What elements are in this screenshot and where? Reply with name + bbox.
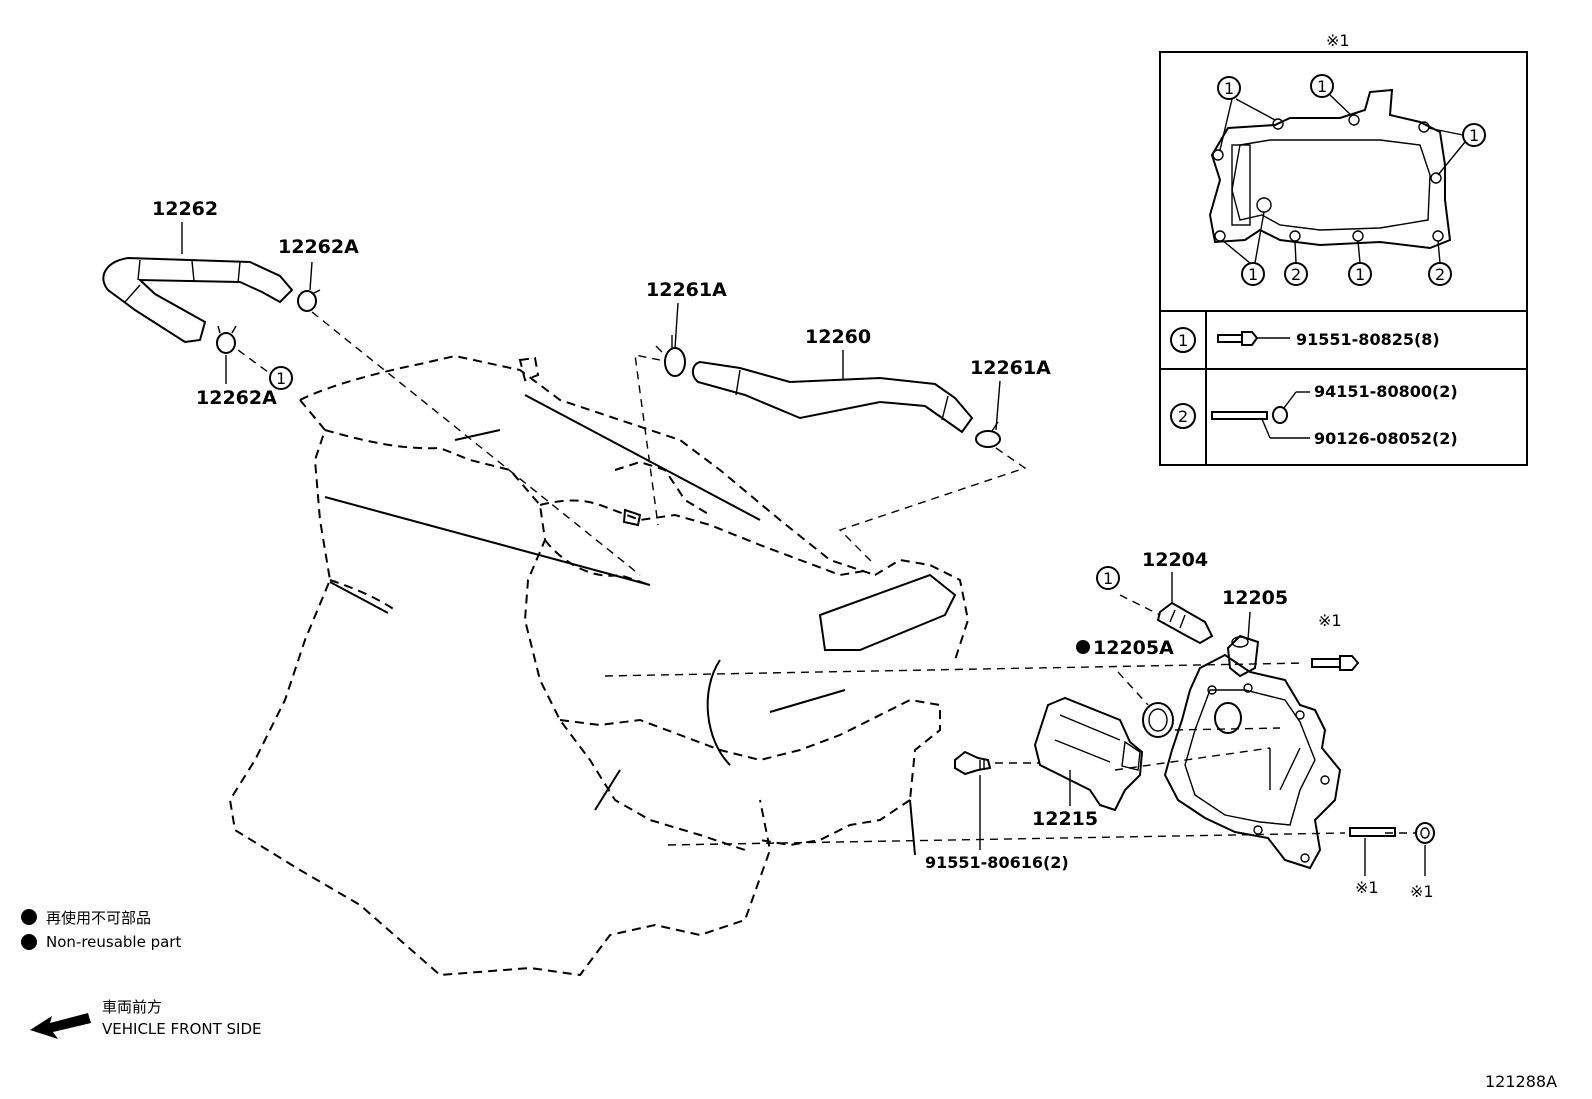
inset-callout-2a: 2 (1291, 265, 1301, 284)
inset-callout-1a: 1 (1224, 79, 1234, 98)
front-arrow-icon (30, 1013, 91, 1039)
inset-row2-part-a: 94151-80800(2) (1314, 382, 1458, 401)
inset-row2-part-b: 90126-08052(2) (1314, 429, 1458, 448)
label-mark1-c: ※1 (1410, 882, 1434, 901)
label-12262A-bottom: 12262A (196, 387, 277, 409)
inset-panel: ※1 1 1 1 1 2 (1159, 31, 1528, 466)
figure-id: 121288A (1485, 1072, 1557, 1091)
callout-1-main: 1 (276, 369, 286, 388)
inset-row1-part: 91551-80825(8) (1296, 330, 1440, 349)
engine-details (324, 394, 957, 856)
label-12262: 12262 (152, 198, 218, 220)
vehicle-front-indicator: 車両前方 VEHICLE FRONT SIDE (30, 998, 262, 1039)
label-mark1-a: ※1 (1318, 611, 1342, 630)
bolt-91551-80616 (954, 750, 992, 850)
label-12215: 12215 (1032, 808, 1098, 830)
part-12205-cover (1163, 634, 1342, 870)
part-labels: 12262 12262A 12262A 12261A 12260 12261A … (152, 198, 1434, 901)
inset-callout-1d: 1 (1248, 265, 1258, 284)
engine-outline (228, 354, 970, 977)
label-12261A-right: 12261A (970, 357, 1051, 379)
inset-row2-marker: 2 (1178, 407, 1188, 426)
inset-callout-1e: 1 (1355, 265, 1365, 284)
legend: 再使用不可部品 Non-reusable part (21, 909, 181, 951)
label-mark1-b: ※1 (1355, 878, 1379, 897)
clamp-12262A (216, 289, 321, 354)
hose-12260 (692, 360, 974, 434)
callout-1-plug: 1 (1103, 569, 1113, 588)
label-91551-80616: 91551-80616(2) (925, 853, 1069, 872)
legend-jp: 再使用不可部品 (46, 909, 151, 927)
legend-en: Non-reusable part (46, 933, 181, 951)
front-jp: 車両前方 (102, 998, 162, 1016)
part-12204 (1156, 601, 1214, 645)
bolt-mark1 (1311, 655, 1435, 876)
label-12205A: 12205A (1093, 637, 1174, 659)
inset-callout-2b: 2 (1435, 265, 1445, 284)
inset-callout-1b: 1 (1317, 77, 1327, 96)
leader-lines (237, 311, 1415, 846)
hose-12262 (102, 256, 294, 344)
label-12261A-left: 12261A (646, 279, 727, 301)
label-12204: 12204 (1142, 549, 1208, 571)
callouts-main: 1 1 (269, 366, 1120, 590)
non-reusable-dot (1076, 640, 1090, 654)
inset-title: ※1 (1326, 31, 1350, 50)
label-12262A-top: 12262A (278, 236, 359, 258)
label-12260: 12260 (805, 326, 871, 348)
front-en: VEHICLE FRONT SIDE (102, 1020, 262, 1038)
part-12215 (1033, 696, 1144, 812)
inset-row1-marker: 1 (1178, 331, 1188, 350)
label-12205: 12205 (1222, 587, 1288, 609)
inset-callout-1c: 1 (1469, 126, 1479, 145)
part-12205A-seal (1142, 702, 1174, 738)
